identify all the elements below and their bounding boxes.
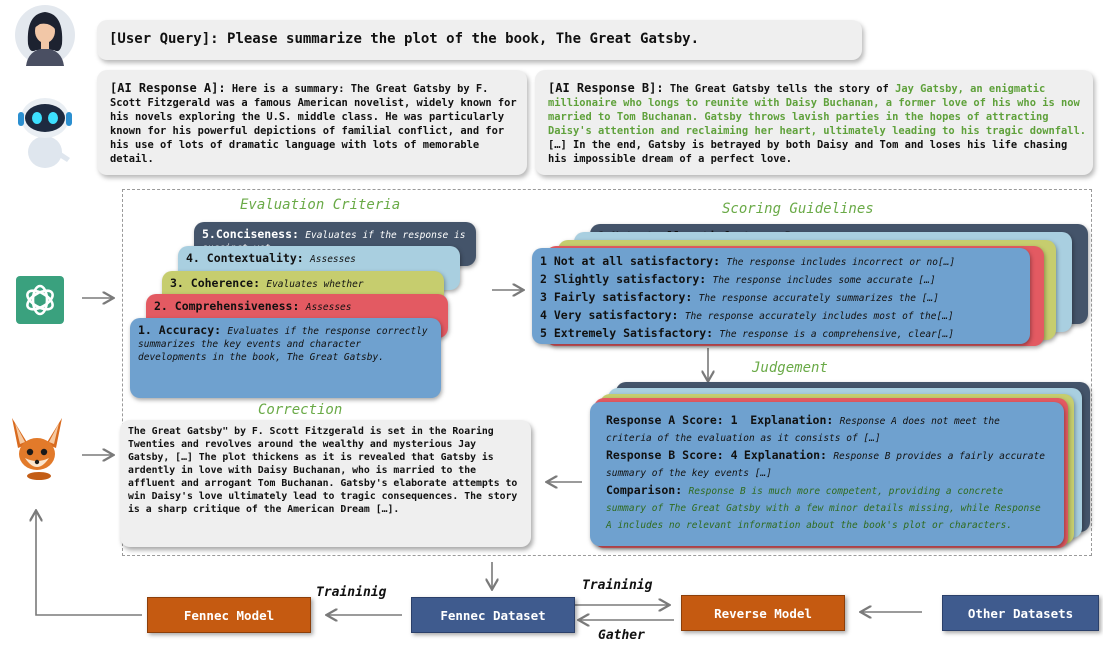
response-a-body: The Great Gatsby by F. Scott Fitzgerald … xyxy=(110,83,517,165)
chatgpt-logo-icon xyxy=(16,276,64,324)
scoring-card-front: 1 Not at all satisfactory: The response … xyxy=(532,248,1030,344)
scoring-item-desc: The response accurately summarizes the [… xyxy=(698,293,939,304)
scoring-item: 3 Fairly satisfactory: The response accu… xyxy=(540,289,1022,307)
user-query-bubble: [User Query]: Please summarize the plot … xyxy=(97,20,862,60)
response-a-bubble: [AI Response A]: Here is a summary: The … xyxy=(97,70,527,175)
scoring-item-name: 2 Slightly satisfactory: xyxy=(540,272,707,286)
judgement-b-score: Response B Score: 4 xyxy=(606,448,738,462)
scoring-item-desc: The response includes some accurate […] xyxy=(712,275,936,286)
scoring-item-name: 3 Fairly satisfactory: xyxy=(540,290,693,304)
scoring-guidelines-title: Scoring Guidelines xyxy=(722,201,874,217)
other-datasets-node[interactable]: Other Datasets xyxy=(942,595,1099,631)
judgement-comparison-label: Comparison: xyxy=(606,483,683,497)
pipeline-frame xyxy=(122,189,1092,556)
edge-label-training-left: Traininig xyxy=(316,585,387,600)
robot-icon xyxy=(14,90,76,170)
scoring-item-name: 4 Very satisfactory: xyxy=(540,308,679,322)
response-b-label: [AI Response B]: xyxy=(548,81,664,95)
scoring-item: 1 Not at all satisfactory: The response … xyxy=(540,253,1022,271)
criterion-name: 3. Coherence: xyxy=(170,276,261,290)
response-a-lead: Here is a summary: xyxy=(231,83,345,95)
edge-label-training-mid: Traininig xyxy=(582,578,653,593)
criterion-name: 2. Comprehensiveness: xyxy=(154,299,300,313)
correction-title: Correction xyxy=(258,402,343,418)
reverse-model-node[interactable]: Reverse Model xyxy=(681,595,845,631)
criterion-name: 1. Accuracy: xyxy=(138,323,222,337)
scoring-item-name: 5 Extremely Satisfactory: xyxy=(540,326,714,340)
response-b-lead: The Great Gatsby tells the story of xyxy=(669,83,889,95)
scoring-item-name: 1 Not at all satisfactory: xyxy=(540,254,721,268)
criterion-desc: Assesses xyxy=(305,302,352,313)
response-b-highlight: Jay Gatsby, an enigmatic millionaire who… xyxy=(548,83,1086,137)
criterion-name: 5.Conciseness: xyxy=(202,227,299,241)
scoring-item-desc: The response includes incorrect or no[…] xyxy=(726,257,956,268)
user-avatar-icon xyxy=(14,4,76,66)
judgement-card-front: Response A Score: 1 Explanation: Respons… xyxy=(590,402,1064,546)
judgement-a-expl-label: Explanation: xyxy=(750,413,834,427)
correction-text: The Great Gatsby" by F. Scott Fitzgerald… xyxy=(128,426,518,515)
judgement-comparison: Response B is much more competent, provi… xyxy=(606,486,1041,531)
fennec-model-node[interactable]: Fennec Model xyxy=(147,597,311,633)
criterion-card-1: 1. Accuracy: Evaluates if the response c… xyxy=(130,318,441,398)
scoring-item: 4 Very satisfactory: The response accura… xyxy=(540,307,1022,325)
judgement-a-score: Response A Score: 1 xyxy=(606,413,738,427)
judgement-a-expl: Response A does not meet the criteria of… xyxy=(606,416,1000,444)
response-a-label: [AI Response A]: xyxy=(110,81,226,95)
evaluation-criteria-title: Evaluation Criteria xyxy=(240,197,401,213)
scoring-item-desc: The response is a comprehensive, clear[…… xyxy=(719,329,954,340)
judgement-title: Judgement xyxy=(752,360,828,376)
fennec-fox-icon xyxy=(6,414,68,480)
scoring-item-desc: The response accurately includes most of… xyxy=(684,311,954,322)
response-b-bubble: [AI Response B]: The Great Gatsby tells … xyxy=(535,70,1093,175)
judgement-b-expl: Response B provides a fairly accurate su… xyxy=(606,451,1045,479)
scoring-item: 5 Extremely Satisfactory: The response i… xyxy=(540,325,1022,343)
criterion-desc: Assesses xyxy=(310,254,356,265)
judgement-b-expl-label: Explanation: xyxy=(743,448,827,462)
criterion-desc: Evaluates whether xyxy=(266,279,364,290)
response-b-tail: […] In the end, Gatsby is betrayed by bo… xyxy=(548,139,1068,165)
fennec-dataset-node[interactable]: Fennec Dataset xyxy=(411,597,575,633)
user-query-text: Please summarize the plot of the book, T… xyxy=(227,31,700,47)
correction-card: The Great Gatsby" by F. Scott Fitzgerald… xyxy=(120,420,531,547)
user-query-label: [User Query]: xyxy=(109,31,219,47)
edge-label-gather: Gather xyxy=(598,628,645,643)
criterion-name: 4. Contextuality: xyxy=(186,251,304,265)
scoring-item: 2 Slightly satisfactory: The response in… xyxy=(540,271,1022,289)
criterion-desc: Evaluates if the response correctly summ… xyxy=(138,326,428,363)
